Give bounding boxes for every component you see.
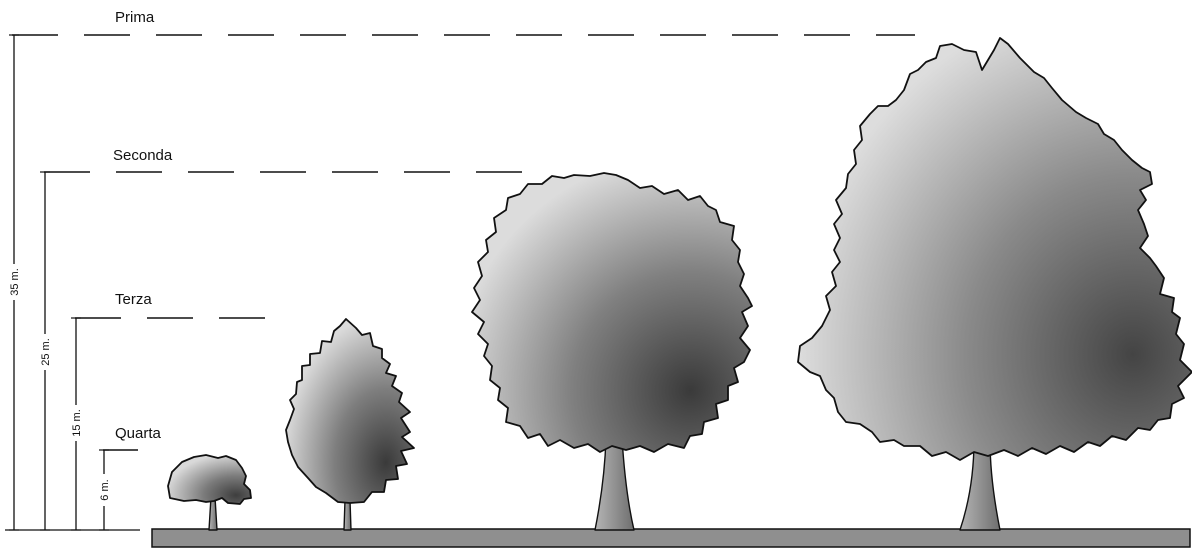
tree-terza-trunk: [344, 500, 351, 530]
tree-prima-crown: [798, 38, 1192, 460]
height-label-35m: 35 m.: [8, 264, 21, 300]
tree-quarta: [168, 455, 251, 530]
tree-terza-crown: [286, 319, 414, 503]
tree-prima: [798, 38, 1192, 530]
tree-seconda: [472, 173, 752, 530]
ground-strip: [152, 529, 1190, 547]
level-label-prima: Prima: [115, 9, 155, 26]
dimension-ticks: [9, 35, 109, 530]
svg-text:6 m.: 6 m.: [99, 479, 111, 500]
tree-quarta-crown: [168, 455, 251, 504]
svg-text:15 m.: 15 m.: [71, 409, 83, 437]
height-label-15m: 15 m.: [70, 405, 83, 441]
tree-terza: [286, 319, 414, 530]
svg-text:25 m.: 25 m.: [40, 338, 52, 366]
svg-text:35 m.: 35 m.: [9, 268, 21, 296]
level-label-seconda: Seconda: [113, 147, 173, 164]
height-label-6m: 6 m.: [98, 474, 111, 506]
tree-seconda-crown: [472, 173, 752, 452]
height-label-25m: 25 m.: [39, 334, 52, 370]
level-label-terza: Terza: [115, 291, 152, 308]
level-label-quarta: Quarta: [115, 425, 162, 442]
